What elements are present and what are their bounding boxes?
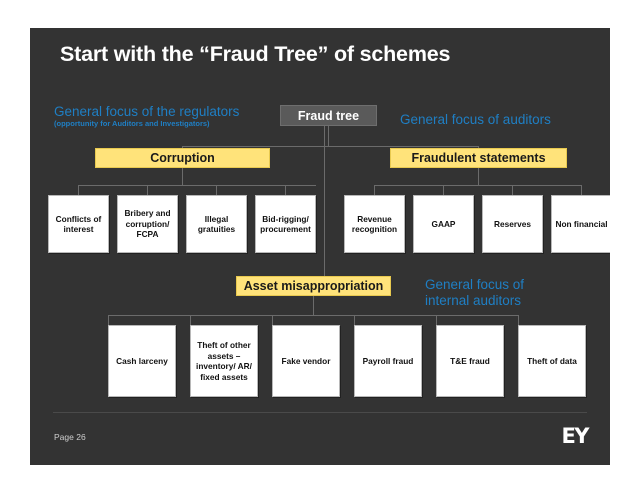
- connector-root-stem: [328, 126, 329, 146]
- tree-branch-corruption[interactable]: Corruption: [95, 148, 270, 168]
- connector-fraudulent-stem: [478, 168, 479, 185]
- leaf-revenue-recognition[interactable]: Revenue recognition: [344, 195, 405, 253]
- slide-canvas: Start with the “Fraud Tree” of schemes G…: [30, 28, 610, 465]
- ey-logo: EY: [561, 424, 589, 448]
- connector-fraudulent-child-1: [374, 185, 375, 195]
- page-number-label: Page 26: [54, 432, 86, 442]
- leaf-reserves[interactable]: Reserves: [482, 195, 543, 253]
- tree-branch-fraudulent-statements[interactable]: Fraudulent statements: [390, 148, 567, 168]
- annotation-internal-auditors: General focus of internal auditors: [425, 277, 555, 309]
- tree-branch-asset-misappropriation[interactable]: Asset misappropriation: [236, 276, 391, 296]
- connector-fraudulent-child-2: [443, 185, 444, 195]
- connector-asset-stem: [313, 296, 314, 315]
- connector-corruption-bar: [78, 185, 316, 186]
- connector-fraudulent-child-4: [581, 185, 582, 195]
- connector-center-spine: [324, 126, 325, 278]
- annotation-internal-auditors-text: General focus of internal auditors: [425, 277, 525, 308]
- leaf-fake-vendor[interactable]: Fake vendor: [272, 325, 340, 397]
- connector-drop-fraudulent: [478, 146, 479, 149]
- connector-fraudulent-child-3: [512, 185, 513, 195]
- connector-corruption-child-3: [216, 185, 217, 195]
- leaf-non-financial[interactable]: Non financial: [551, 195, 610, 253]
- connector-corruption-child-2: [147, 185, 148, 195]
- connector-asset-child-4: [354, 315, 355, 325]
- leaf-theft-of-other-assets[interactable]: Theft of other assets – inventory/ AR/ f…: [190, 325, 258, 397]
- leaf-theft-of-data[interactable]: Theft of data: [518, 325, 586, 397]
- connector-asset-child-2: [190, 315, 191, 325]
- connector-drop-corruption: [182, 146, 183, 149]
- annotation-regulators: General focus of the regulators (opportu…: [54, 104, 239, 129]
- annotation-regulators-text: General focus of the regulators: [54, 104, 240, 119]
- footer-divider: [53, 412, 587, 413]
- annotation-regulators-subtext: (opportunity for Auditors and Investigat…: [54, 119, 210, 128]
- connector-asset-child-1: [108, 315, 109, 325]
- leaf-te-fraud[interactable]: T&E fraud: [436, 325, 504, 397]
- connector-corruption-child-4: [285, 185, 286, 195]
- annotation-auditors-text: General focus of auditors: [400, 112, 551, 127]
- leaf-gaap[interactable]: GAAP: [413, 195, 474, 253]
- page-title: Start with the “Fraud Tree” of schemes: [60, 42, 451, 66]
- annotation-auditors: General focus of auditors: [400, 112, 551, 127]
- leaf-conflicts-of-interest[interactable]: Conflicts of interest: [48, 195, 109, 253]
- connector-root-bar: [182, 146, 479, 147]
- connector-asset-child-3: [272, 315, 273, 325]
- connector-asset-bar: [108, 315, 518, 316]
- connector-asset-child-5: [436, 315, 437, 325]
- leaf-cash-larceny[interactable]: Cash larceny: [108, 325, 176, 397]
- connector-asset-child-6: [518, 315, 519, 325]
- connector-corruption-child-1: [78, 185, 79, 195]
- leaf-illegal-gratuities[interactable]: Illegal gratuities: [186, 195, 247, 253]
- leaf-bid-rigging-procurement[interactable]: Bid-rigging/ procurement: [255, 195, 316, 253]
- tree-root-fraud-tree[interactable]: Fraud tree: [280, 105, 377, 126]
- connector-fraudulent-bar: [374, 185, 582, 186]
- connector-corruption-stem: [182, 168, 183, 185]
- leaf-bribery-and-corruption-fcpa[interactable]: Bribery and corruption/ FCPA: [117, 195, 178, 253]
- leaf-payroll-fraud[interactable]: Payroll fraud: [354, 325, 422, 397]
